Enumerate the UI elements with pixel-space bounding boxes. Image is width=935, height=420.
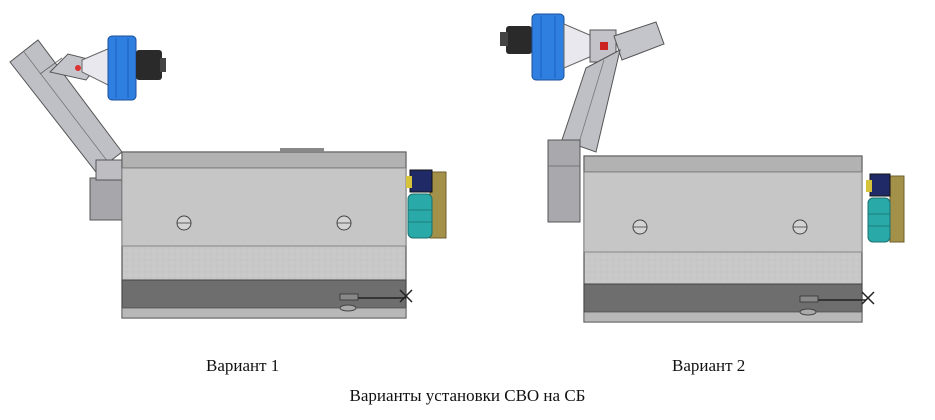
fan-blue (531, 13, 565, 81)
duct-vertical-stub (89, 177, 123, 221)
duct-vertical-stub (547, 139, 581, 223)
pump-motor (869, 173, 891, 197)
body-dark-band (583, 283, 863, 313)
inclined-duct (561, 49, 621, 153)
mount-plate (889, 175, 905, 243)
fan-cone (563, 23, 593, 69)
variant-1-drawing (9, 35, 447, 319)
pump-teal (867, 197, 891, 243)
variant-2-drawing (500, 13, 905, 323)
fan-motor (136, 50, 162, 80)
duct-upper-branch (613, 21, 665, 61)
variant-2-label: Вариант 2 (672, 356, 746, 375)
fan-blue (107, 35, 137, 101)
pump-teal (407, 193, 433, 239)
pump-motor (409, 169, 433, 193)
figure-caption: Варианты установки СВО на СБ (349, 386, 586, 405)
fan-motor (506, 26, 532, 54)
body-dark-band (121, 279, 407, 309)
variant-1-label: Вариант 1 (206, 356, 280, 375)
